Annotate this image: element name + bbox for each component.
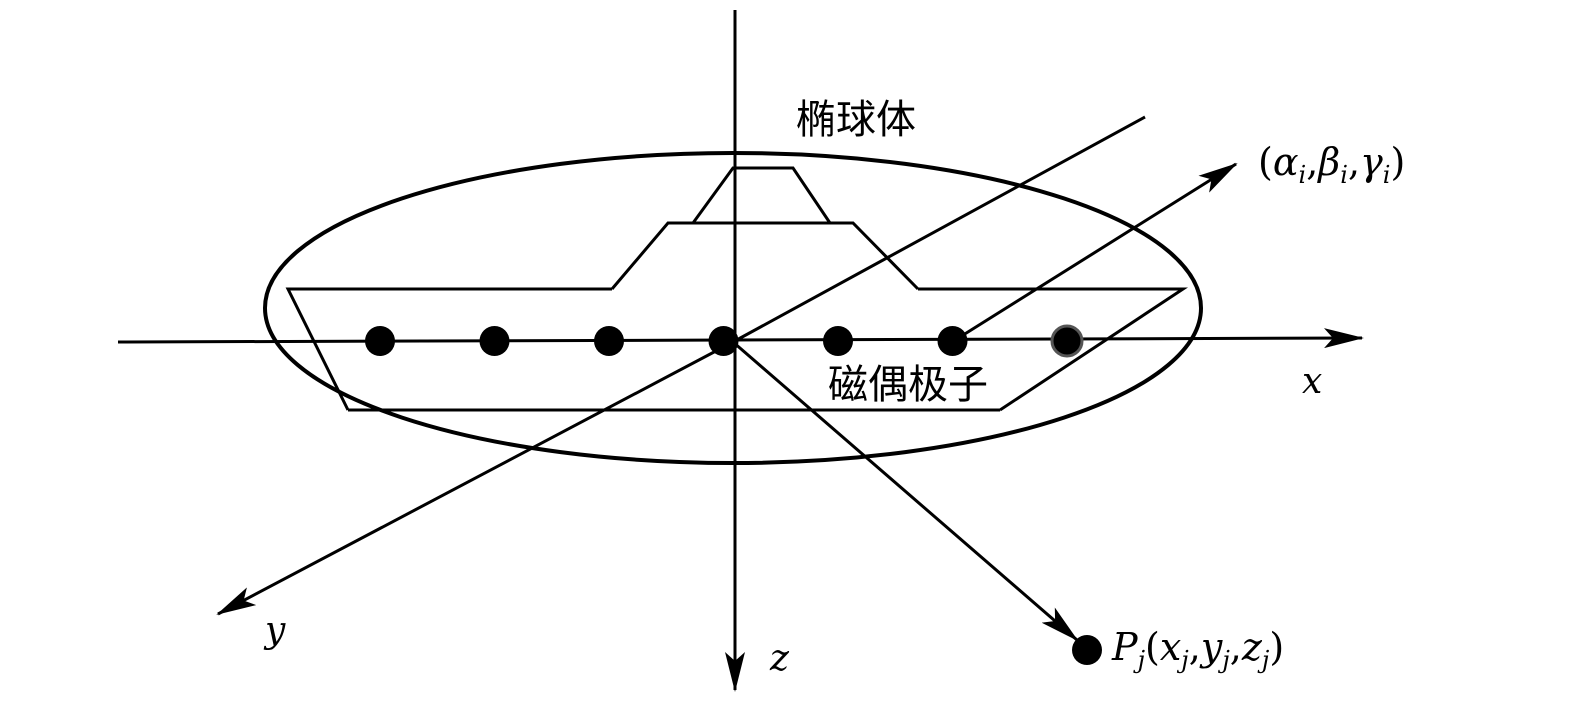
ship-deck-left [285, 287, 612, 411]
dipole-dot [594, 326, 624, 356]
field-point-dot [1072, 635, 1102, 665]
direction-label: (αi,βi,γi) [1258, 140, 1405, 189]
field-point-label: Pj(xj,yj,zj) [1111, 625, 1284, 674]
x-axis [117, 328, 1364, 349]
y-axis [216, 340, 734, 616]
y-axis-label: y [263, 610, 286, 651]
x-axis-label: x [1302, 361, 1322, 402]
ellipsoid-label: 椭球体 [796, 97, 916, 143]
y-axis-upper [732, 115, 1146, 344]
dipole-dot [708, 326, 739, 356]
z-axis-label: z [769, 638, 790, 679]
dipole-group [365, 324, 1084, 358]
ellipsoid-outline [263, 151, 1203, 465]
dipole-dot [1050, 324, 1084, 358]
dipoles-label: 磁偶极子 [828, 362, 988, 408]
ship-deck-right [918, 287, 1188, 412]
dipole-dot [365, 326, 395, 356]
direction-vector [951, 162, 1238, 344]
dipole-dot [479, 326, 510, 356]
ship-superstructure [610, 221, 920, 291]
ship-bridge [691, 166, 832, 224]
dipole-dot [823, 326, 853, 356]
field-point-vector [732, 340, 1079, 642]
dipole-dot [937, 326, 968, 356]
